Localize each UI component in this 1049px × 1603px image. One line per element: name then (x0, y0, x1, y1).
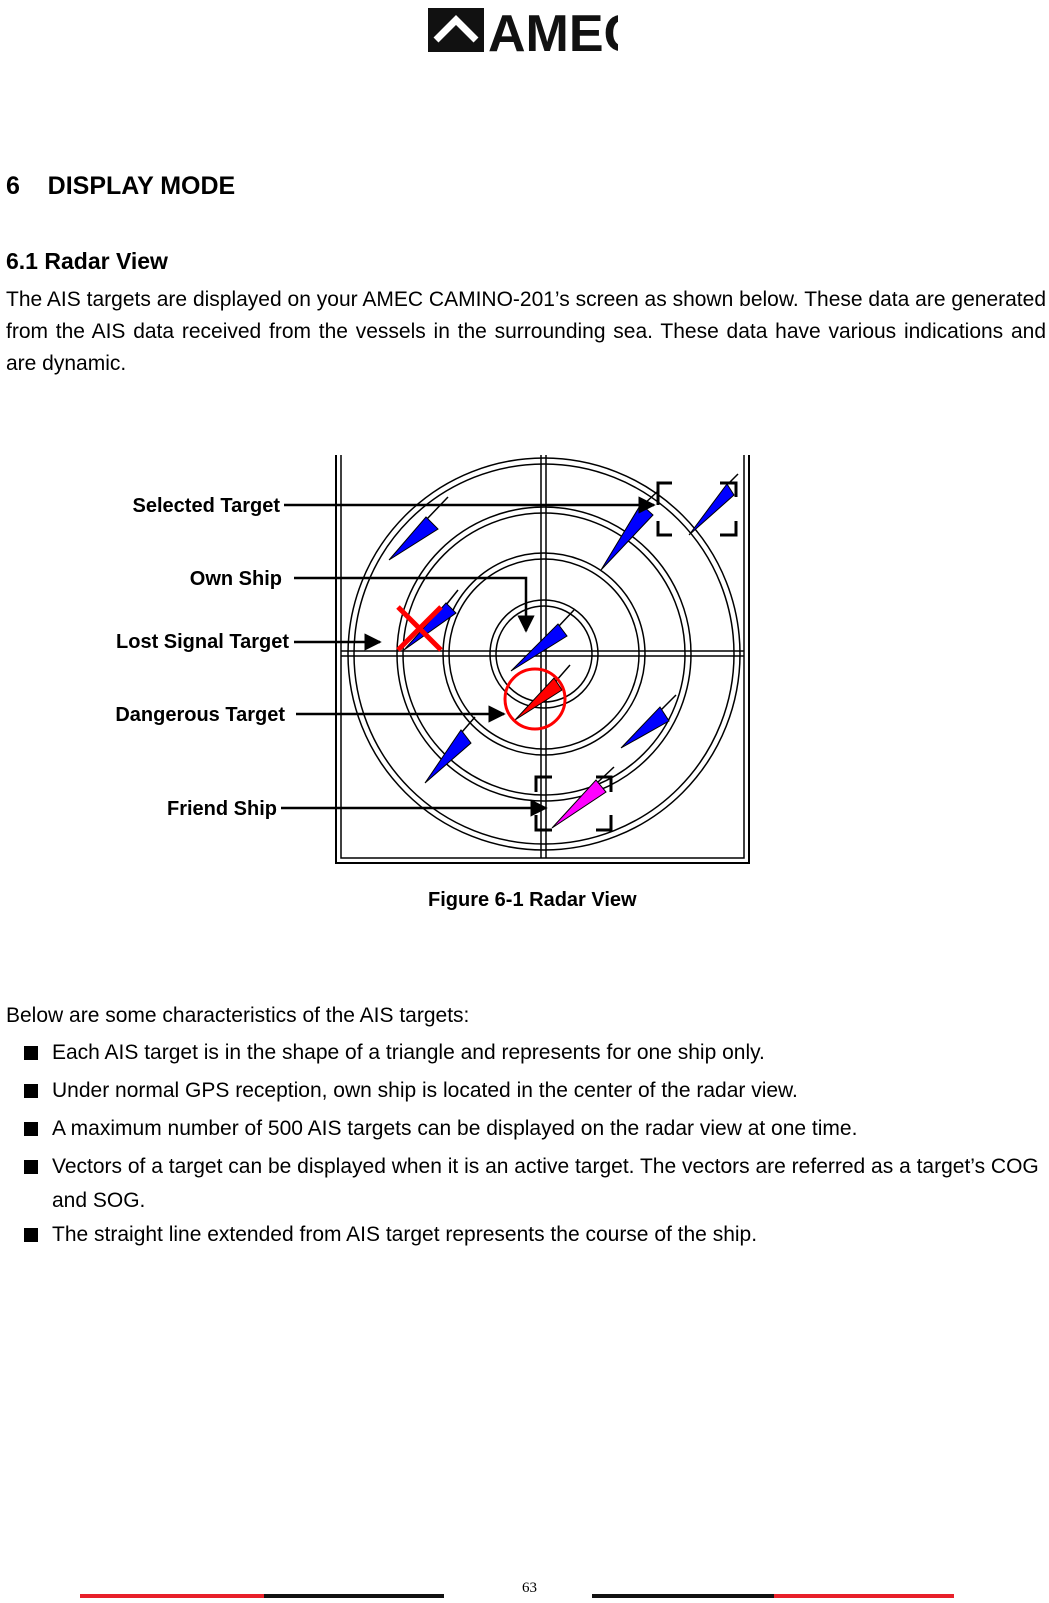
friend-ship-bracket (534, 775, 613, 832)
list-item: Vectors of a target can be displayed whe… (24, 1150, 1046, 1218)
bullet-square-icon (24, 1228, 38, 1242)
footer-bar-black-right (592, 1594, 774, 1598)
amec-logo: AMEC (428, 5, 618, 56)
ais-target (620, 694, 677, 749)
bullet-square-icon (24, 1122, 38, 1136)
dangerous-target (503, 664, 571, 731)
bullet-square-icon (24, 1084, 38, 1098)
list-item: A maximum number of 500 AIS targets can … (24, 1112, 1046, 1150)
selected-target-triangle (688, 473, 739, 536)
danger-circle (503, 667, 567, 731)
footer-bar-black-left (264, 1594, 444, 1598)
subsection-title: 6.1 Radar View (6, 248, 168, 274)
bullet-square-icon (24, 1160, 38, 1174)
ais-target (388, 496, 449, 561)
range-rings (347, 457, 741, 851)
radar-view-figure: Selected Target Own Ship Lost Signal Tar… (115, 455, 750, 864)
page-number: 63 (522, 1580, 537, 1596)
label-friend-ship: Friend Ship (167, 798, 277, 820)
radar-frame (335, 455, 750, 864)
friend-ship (551, 766, 615, 829)
ais-target (424, 716, 476, 784)
lost-signal-target (396, 589, 459, 652)
bullet-square-icon (24, 1046, 38, 1060)
intro-paragraph: The AIS targets are displayed on your AM… (6, 288, 1046, 375)
list-item: Under normal GPS reception, own ship is … (24, 1074, 1046, 1112)
list-item: The straight line extended from AIS targ… (24, 1218, 1046, 1256)
arrow-own-ship (294, 576, 535, 633)
label-selected-target: Selected Target (133, 495, 281, 517)
label-dangerous-target: Dangerous Target (115, 704, 285, 726)
label-lost-signal-target: Lost Signal Target (116, 631, 289, 653)
figure-caption: Figure 6-1 Radar View (428, 889, 637, 911)
ais-target (600, 490, 659, 571)
characteristics-list: Each AIS target is in the shape of a tri… (24, 1036, 1046, 1256)
footer-bar-red-left (80, 1594, 264, 1598)
own-ship (510, 609, 575, 672)
label-own-ship: Own Ship (190, 568, 282, 590)
list-item: Each AIS target is in the shape of a tri… (24, 1036, 1046, 1074)
characteristics-intro: Below are some characteristics of the AI… (6, 1004, 470, 1027)
logo-text: AMEC (488, 5, 618, 56)
footer-bar-red-right (774, 1594, 954, 1598)
selected-target-bracket (656, 481, 738, 537)
section-title: 6 DISPLAY MODE (6, 172, 236, 200)
chevron-box-icon (428, 8, 484, 52)
